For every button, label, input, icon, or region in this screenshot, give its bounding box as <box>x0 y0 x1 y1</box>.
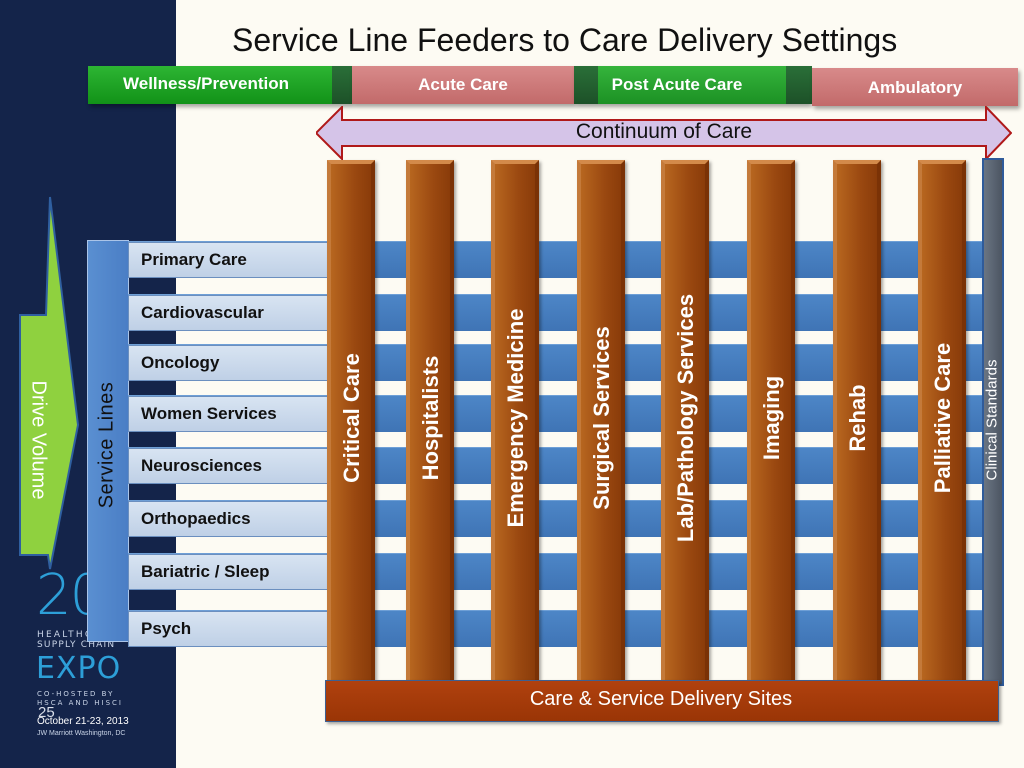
clinical-standards-label: Clinical Standards <box>983 359 1001 481</box>
expo-logo-line-3: CO-HOSTED BY <box>37 690 115 698</box>
service-line-cardiovascular: Cardiovascular <box>141 303 264 322</box>
category-ambulatory: Ambulatory <box>812 68 1018 106</box>
setting-column-surgical-services <box>577 160 625 680</box>
continuum-arrow <box>316 106 1012 160</box>
slide-title: Service Line Feeders to Care Delivery Se… <box>232 22 898 58</box>
service-line-tab <box>128 611 330 647</box>
service-line-tab <box>128 396 330 432</box>
category-label: Ambulatory <box>867 78 963 97</box>
setting-label-lab-pathology: Lab/Pathology Services <box>673 293 698 543</box>
setting-label-hospitalists: Hospitalists <box>418 355 443 481</box>
setting-column-rehab <box>833 160 881 680</box>
service-line-tab <box>128 295 330 331</box>
service-line-tab <box>128 242 330 278</box>
expo-logo-line-4: HSCA AND HISCI <box>37 699 123 707</box>
category-divider <box>574 66 598 104</box>
category-divider <box>332 66 352 104</box>
service-lines-label: Service Lines <box>95 381 118 509</box>
continuum-label: Continuum of Care <box>575 120 753 143</box>
setting-label-imaging: Imaging <box>759 375 784 461</box>
service-line-women-services: Women Services <box>141 404 277 423</box>
care-delivery-sites-label: Care & Service Delivery Sites <box>529 688 793 710</box>
category-divider <box>786 66 812 104</box>
service-line-neurosciences: Neurosciences <box>141 456 262 475</box>
service-line-oncology: Oncology <box>141 353 220 372</box>
category-post-acute-care: Post Acute Care <box>574 66 810 104</box>
category-label: Wellness/Prevention <box>123 74 289 93</box>
setting-column-imaging <box>747 160 795 680</box>
service-line-orthopaedics: Orthopaedics <box>141 509 251 528</box>
category-wellness-prevention: Wellness/Prevention <box>88 66 352 104</box>
category-label: Post Acute Care <box>611 75 743 94</box>
setting-label-critical-care: Critical Care <box>339 353 364 483</box>
service-line-tab <box>128 345 330 381</box>
category-acute-care: Acute Care <box>352 66 574 104</box>
expo-date: October 21-23, 2013 <box>37 716 129 727</box>
slide-number: 25 <box>38 704 55 721</box>
setting-column-lab-pathology <box>661 160 709 680</box>
service-line-tab <box>128 554 330 590</box>
service-lines-panel <box>87 240 129 642</box>
care-delivery-sites-bar <box>325 680 999 722</box>
service-line-tab <box>128 501 330 537</box>
setting-label-emergency-medicine: Emergency Medicine <box>503 308 528 528</box>
service-line-primary-care: Primary Care <box>141 250 247 269</box>
drive-volume-label: Drive Volume <box>27 380 50 500</box>
drive-volume-arrow <box>19 196 80 570</box>
setting-column-palliative-care <box>918 160 966 680</box>
service-line-psych: Psych <box>141 619 192 638</box>
service-line-tab <box>128 448 330 484</box>
setting-column-critical-care <box>327 160 375 680</box>
setting-label-palliative-care: Palliative Care <box>930 342 955 494</box>
setting-column-hospitalists <box>406 160 454 680</box>
expo-logo-wordmark: EXPO <box>36 651 122 686</box>
expo-logo-line-1: HEALTHCARE <box>37 630 119 640</box>
category-label: Acute Care <box>418 75 508 94</box>
expo-venue: JW Marriott Washington, DC <box>37 730 126 737</box>
setting-column-emergency-medicine <box>491 160 539 680</box>
setting-label-surgical-services: Surgical Services <box>589 326 614 510</box>
service-line-bariatric-sleep: Bariatric / Sleep <box>141 562 270 581</box>
setting-label-rehab: Rehab <box>845 384 870 452</box>
expo-logo-line-2: SUPPLY CHAIN <box>37 640 116 650</box>
